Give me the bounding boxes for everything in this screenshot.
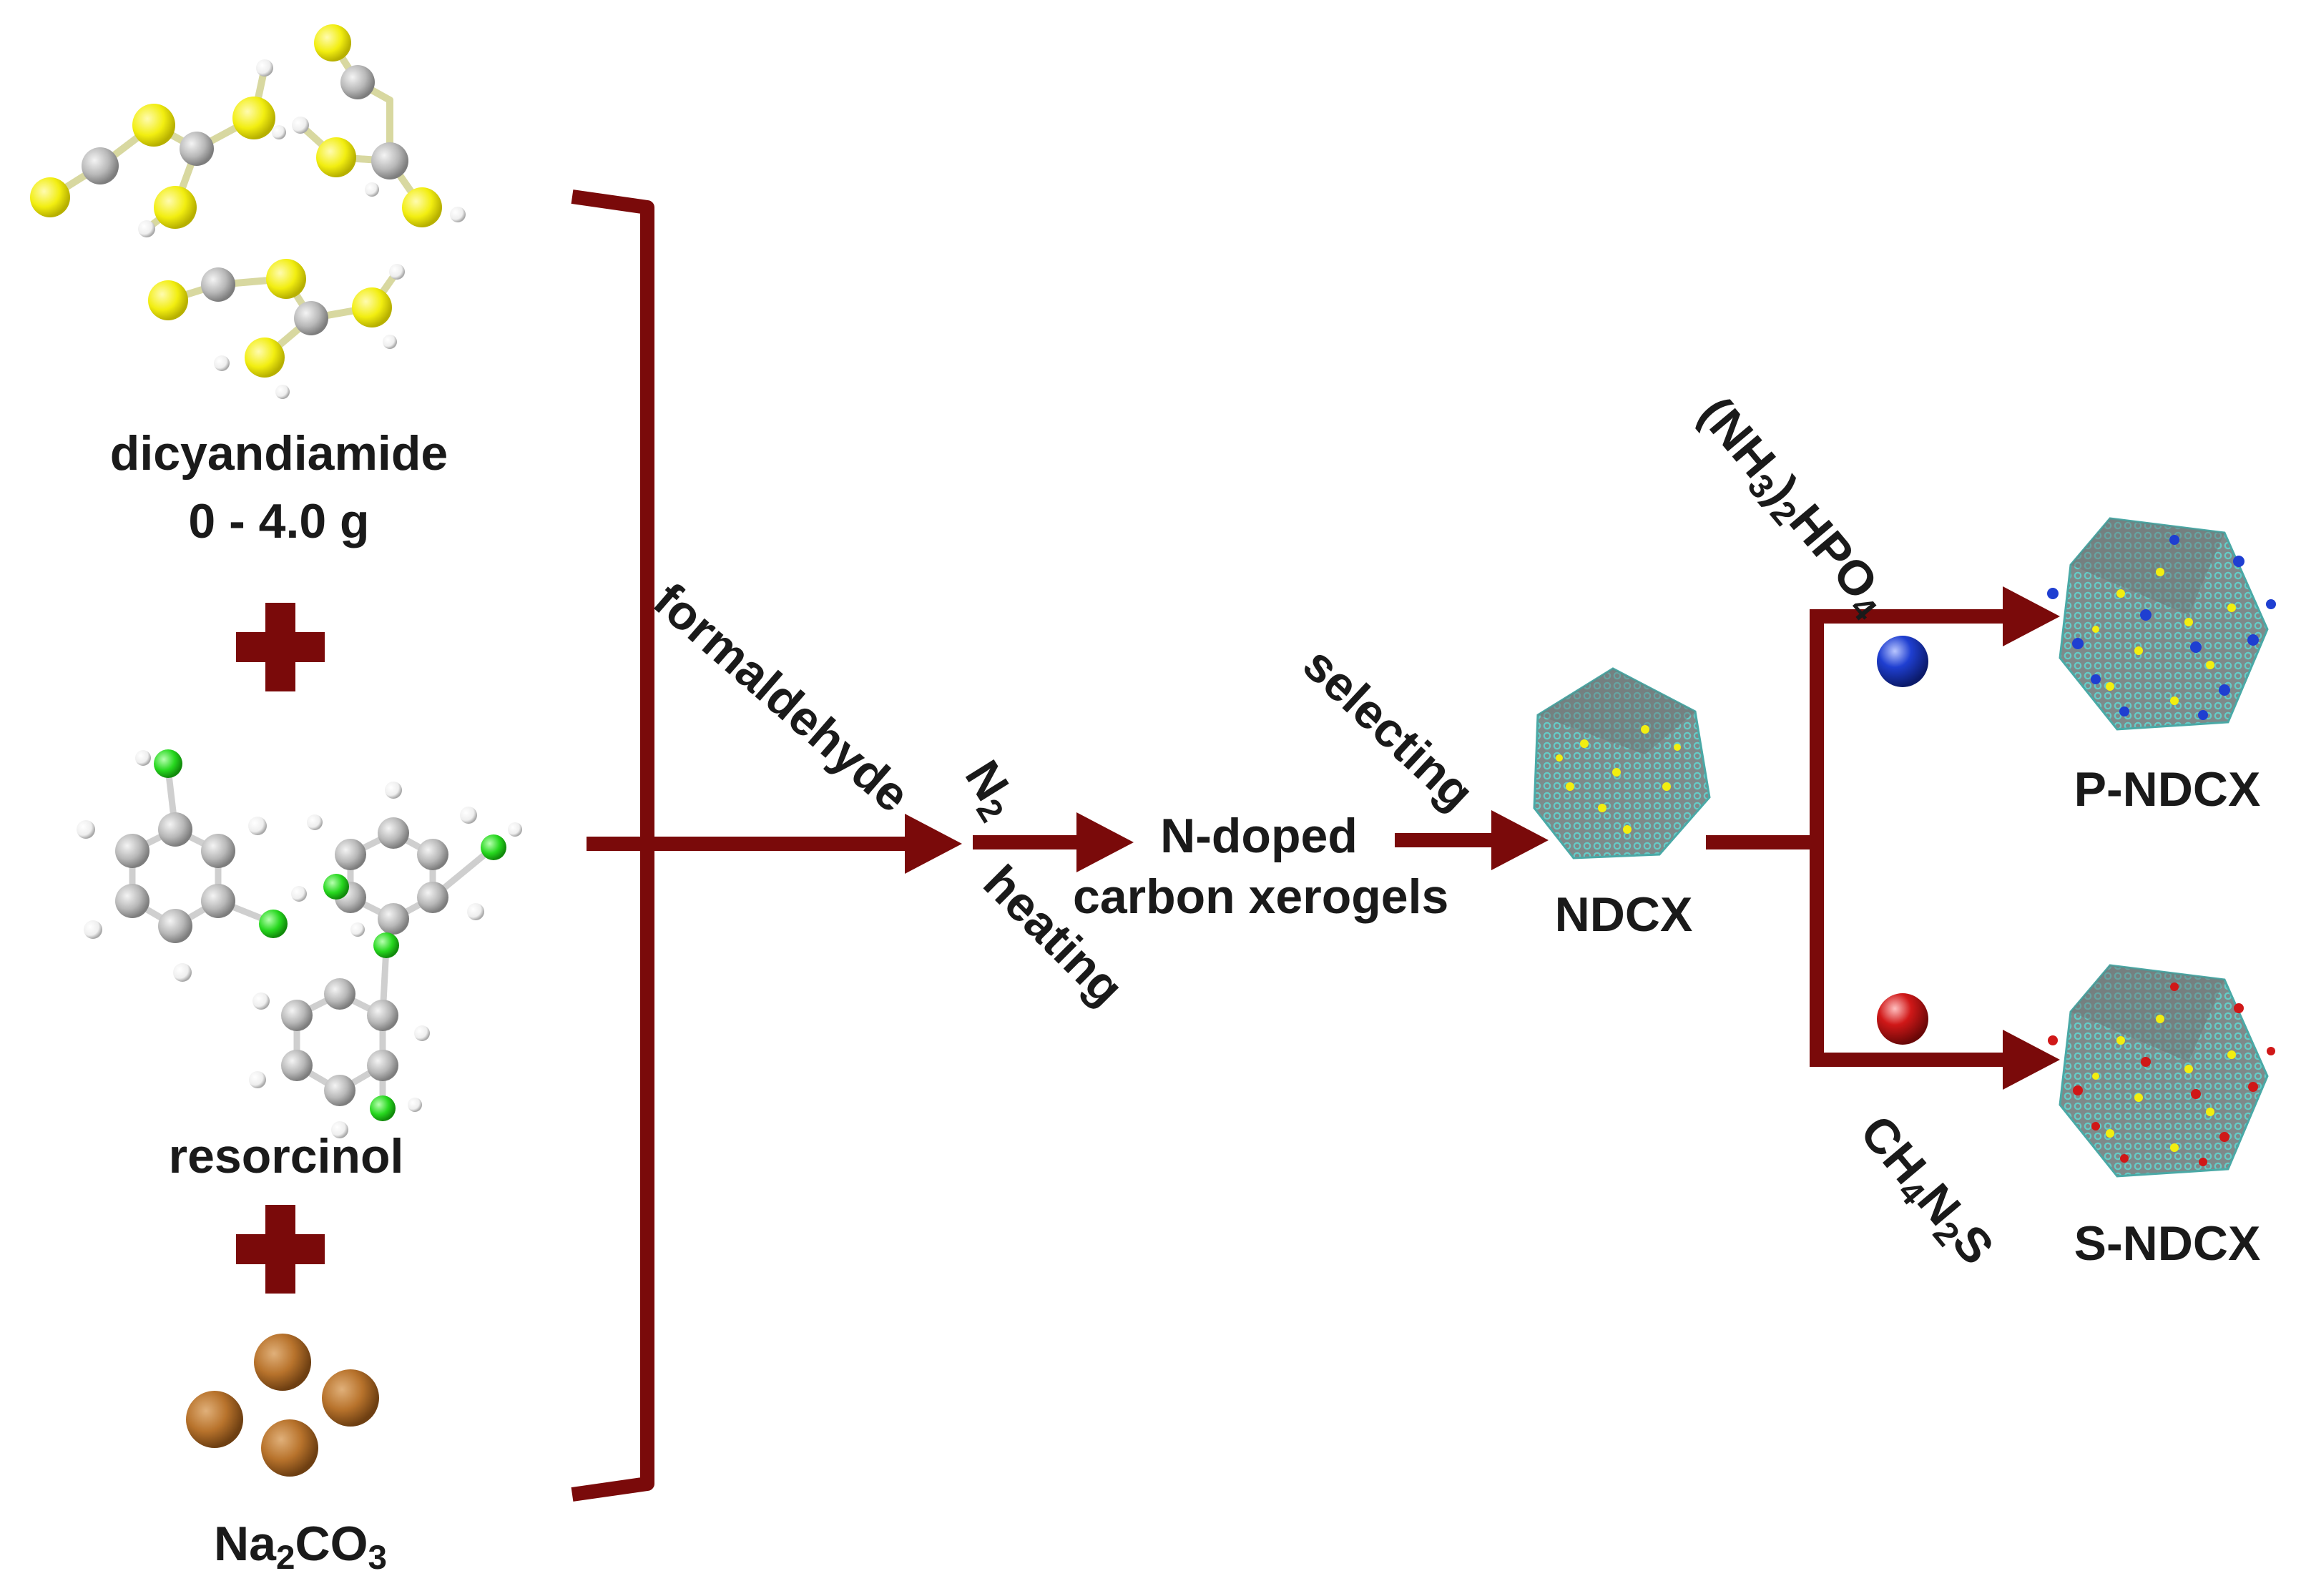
branch-arrows xyxy=(1706,586,2060,1090)
s-ndcx-crystal xyxy=(2048,964,2275,1178)
sodium-carbonate-particles xyxy=(186,1334,379,1477)
ndcx-crystal xyxy=(1533,667,1711,859)
sodium-carbonate-label: Na2CO3 xyxy=(214,1517,387,1577)
p-ndcx-crystal xyxy=(2047,517,2276,731)
dicyandiamide-molecules xyxy=(30,24,466,399)
phosphorus-dopant-icon xyxy=(1877,636,1928,687)
selecting-arrow xyxy=(1395,810,1549,870)
mixing-arrow xyxy=(587,814,962,874)
resorcinol-molecules xyxy=(77,749,522,1138)
s-ndcx-label: S-NDCX xyxy=(2074,1216,2261,1271)
plus-icon xyxy=(236,603,325,691)
intermediate-label-line2: carbon xerogels xyxy=(1073,870,1449,924)
heating-arrow xyxy=(973,812,1134,872)
ndcx-label: NDCX xyxy=(1554,887,1693,942)
intermediate-label-line1: N-doped xyxy=(1160,809,1358,863)
resorcinol-label: resorcinol xyxy=(168,1129,404,1183)
p-ndcx-label: P-NDCX xyxy=(2074,762,2261,817)
sulfur-dopant-icon xyxy=(1877,993,1928,1045)
dicyandiamide-label: dicyandiamide xyxy=(109,426,448,481)
dicyandiamide-amount: 0 - 4.0 g xyxy=(188,494,370,548)
plus-icon xyxy=(236,1205,325,1294)
